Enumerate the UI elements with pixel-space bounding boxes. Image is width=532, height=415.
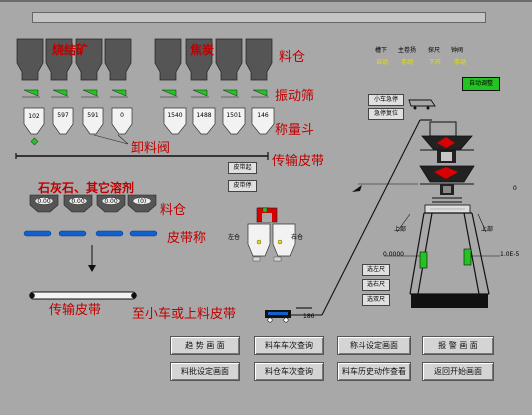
- bin-2: [45, 38, 73, 81]
- flux-bin-value: 0.00: [104, 198, 118, 205]
- weigh-hopper-label: 称量斗: [275, 123, 315, 138]
- bin-trip-query-button[interactable]: 料仓车次查询: [254, 362, 324, 381]
- flux-bin-value: (0): [137, 198, 147, 205]
- ore-hopper-value: 591: [87, 112, 99, 119]
- probe-right: [463, 248, 472, 266]
- hopper-settings-button[interactable]: 称斗设定画面: [337, 336, 411, 355]
- bin-5: [154, 38, 182, 81]
- bin-6: [185, 38, 213, 81]
- flux-bin-value: 0.00: [37, 198, 51, 205]
- vibrating-screens: [22, 89, 269, 98]
- coke-hopper-value: 1501: [226, 112, 242, 119]
- belt-scales: [23, 230, 158, 237]
- ore-hopper-value: 0: [120, 112, 124, 119]
- weigh-hoppers: [23, 107, 275, 135]
- status-value: 手动: [401, 59, 414, 66]
- skip-incline: [289, 119, 432, 316]
- bin-4: [104, 38, 132, 81]
- furnace-hearth: [411, 294, 488, 308]
- bottom-conveyor: [29, 291, 137, 300]
- skip-cart-top: [408, 99, 436, 110]
- status-header: 主卷扬: [398, 47, 417, 54]
- right-zero-label: 0: [513, 185, 517, 192]
- bin-7: [215, 38, 243, 81]
- probe-left: [419, 251, 428, 269]
- to-cart-label: 至小车或上料皮带: [132, 307, 237, 322]
- status-header: 槽下: [375, 47, 388, 54]
- flux-bin-value: 0.00: [71, 198, 85, 205]
- cart-trip-query-button[interactable]: 料车车次查询: [254, 336, 324, 355]
- select-right-probe-button[interactable]: 选右尺: [362, 279, 390, 291]
- flux-bin-label: 料仓: [160, 203, 187, 218]
- vibrating-screen-label: 振动筛: [275, 89, 315, 104]
- coke-label: 焦炭: [190, 43, 215, 57]
- ore-hopper-value: 102: [28, 113, 40, 120]
- ore-bins: [16, 38, 132, 81]
- batch-settings-button[interactable]: 料批设定画面: [170, 362, 240, 381]
- cart-position-value: 186: [303, 313, 315, 320]
- upper-left-label: 上部: [394, 226, 407, 233]
- bin-3: [75, 38, 103, 81]
- flux-title: 石灰石、其它溶剂: [38, 181, 135, 195]
- left-bin-label: 左仓: [228, 234, 241, 241]
- emergency-reset-button[interactable]: 急停复位: [368, 108, 404, 120]
- alarm-screen-button[interactable]: 报 警 画 面: [422, 336, 494, 355]
- furnace-top: [419, 135, 475, 214]
- right-bin-label: 右仓: [291, 234, 304, 241]
- top-conveyor-label: 传输皮带: [272, 154, 325, 169]
- cart-history-button[interactable]: 料车历史动作查看: [337, 362, 411, 381]
- valve-indicator: [30, 137, 39, 146]
- coke-hopper-value: 1488: [196, 112, 212, 119]
- distribution-chute: [247, 207, 296, 262]
- coke-bins: [154, 38, 273, 81]
- coke-hopper-value: 1540: [167, 112, 183, 119]
- bottom-conveyor-label: 传输皮带: [49, 303, 102, 318]
- ore-hopper-value: 597: [57, 112, 69, 119]
- unload-valve-label: 卸料阀: [131, 141, 171, 156]
- status-header: 探尺: [428, 47, 441, 54]
- status-value: 手动: [454, 59, 467, 66]
- belt-stop-button[interactable]: 皮带停: [228, 180, 257, 192]
- bin-label-right: 料仓: [279, 50, 306, 65]
- status-value: 自动: [376, 59, 389, 66]
- status-value: 下尺: [429, 59, 442, 66]
- top-bar[interactable]: [32, 12, 486, 23]
- belt-scale-label: 皮带称: [167, 231, 207, 246]
- auto-adjust-button[interactable]: 自动调整: [462, 77, 500, 91]
- gauge-left-value: 0.0000: [383, 251, 404, 258]
- trend-screen-button[interactable]: 趋 势 画 面: [170, 336, 240, 355]
- cart-emergency-stop-button[interactable]: 小车急停: [368, 94, 404, 106]
- return-start-button[interactable]: 返回开始画面: [422, 362, 494, 381]
- status-header: 钟阀: [451, 47, 464, 54]
- bin-1: [16, 38, 44, 81]
- coke-hopper-value: 146: [257, 112, 269, 119]
- skip-cart-bottom: [265, 310, 291, 323]
- bin-8: [245, 38, 273, 81]
- select-left-probe-button[interactable]: 选左尺: [362, 264, 390, 276]
- select-both-probes-button[interactable]: 选双尺: [362, 294, 390, 306]
- belt-start-button[interactable]: 皮带起: [228, 162, 257, 174]
- upper-right-label: 上部: [481, 226, 494, 233]
- gauge-right-value: 1.0E-5: [500, 251, 520, 258]
- sinter-ore-label: 烧结矿: [52, 43, 89, 57]
